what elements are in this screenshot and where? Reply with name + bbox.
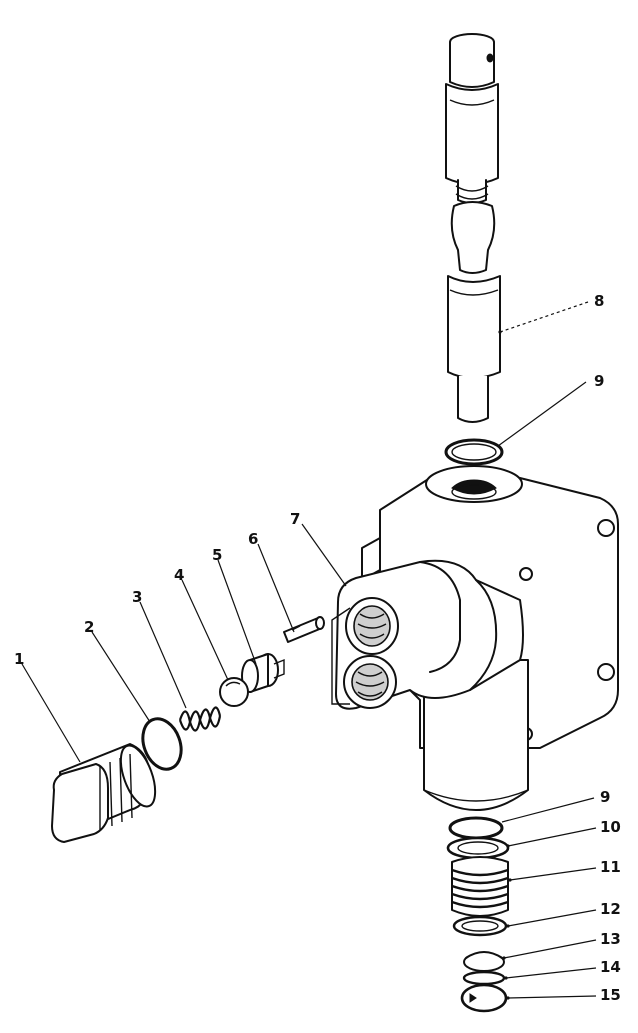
callout-label-13: 13: [600, 930, 621, 948]
callout-label-4: 4: [174, 566, 184, 584]
valve-body-part-7: [331, 465, 619, 811]
callout-label-6: 6: [248, 530, 258, 548]
callouts: 1 2 3 4 5 6 7 8 9 9 10 11: [14, 292, 621, 1004]
callout-label-12: 12: [600, 900, 621, 918]
washer-part-10: [446, 836, 510, 860]
spool-part-8: [445, 33, 501, 423]
callout-label-14: 14: [600, 958, 621, 976]
callout-label-15: 15: [600, 986, 621, 1004]
callout-label-9-lower: 9: [600, 788, 610, 806]
callout-label-8: 8: [594, 292, 604, 310]
o-ring-part-9-upper: [444, 438, 504, 466]
callout-label-7: 7: [290, 510, 300, 528]
o-ring-part-2: [141, 717, 183, 771]
callout-label-5: 5: [212, 546, 222, 564]
callout-label-9-upper: 9: [594, 372, 604, 390]
ball-part-4: [219, 677, 249, 707]
callout-label-3: 3: [132, 588, 142, 606]
o-ring-part-9-lower: [448, 816, 504, 840]
snap-ring-part-15: [460, 983, 508, 1013]
callout-label-11: 11: [600, 858, 621, 876]
washer-part-14: [462, 970, 506, 986]
spring-part-3: [178, 706, 222, 732]
callout-label-10: 10: [600, 818, 621, 836]
plug-part-1: [51, 743, 157, 843]
callout-label-1: 1: [14, 650, 24, 668]
retainer-part-12: [452, 915, 508, 937]
spring-part-11: [451, 856, 509, 917]
callout-label-2: 2: [84, 618, 94, 636]
poppet-part-5: [241, 653, 285, 693]
cap-part-13: [463, 951, 505, 972]
